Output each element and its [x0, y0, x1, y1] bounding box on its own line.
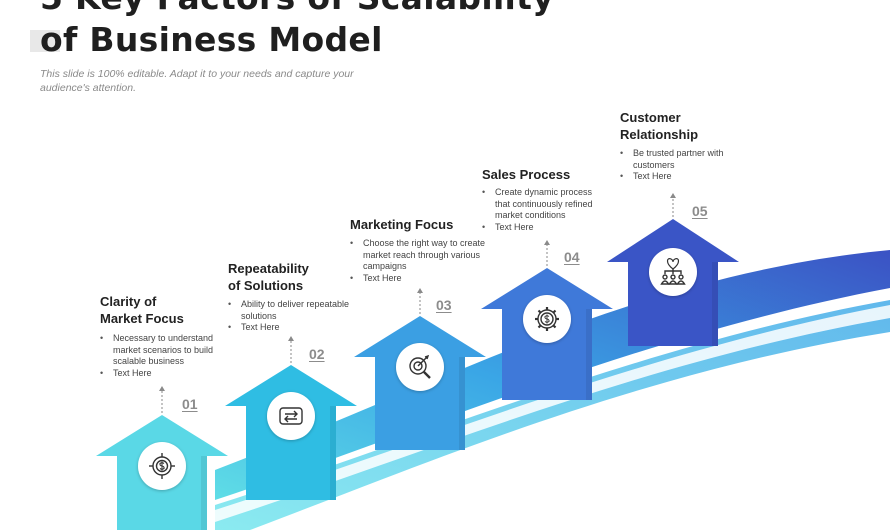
page-title-line-1: 5 Key Factors of Scalability	[40, 0, 554, 17]
step-3-house	[354, 316, 486, 450]
step-2-arrow	[288, 336, 294, 363]
step-1-house	[96, 415, 228, 530]
step-title-line: Clarity of	[100, 294, 157, 309]
bullet-item: Text Here	[228, 322, 353, 334]
bullet-item: Create dynamic process that continuously…	[482, 187, 607, 222]
step-title-line: Market Focus	[100, 311, 184, 326]
house-layer	[96, 193, 739, 530]
step-2-number: 02	[309, 346, 325, 362]
step-title-line: Marketing Focus	[350, 217, 454, 232]
house-shade	[459, 357, 465, 450]
step-2-bullets: Ability to deliver repeatable solutionsT…	[228, 299, 353, 334]
step-5-bullets: Be trusted partner with customersText He…	[620, 148, 745, 183]
bullet-item: Be trusted partner with customers	[620, 148, 745, 171]
step-2-house	[225, 365, 357, 500]
step-3-number: 03	[436, 297, 452, 313]
bullet-item: Text Here	[100, 368, 228, 380]
step-5-number: 05	[692, 203, 708, 219]
house-shade	[201, 456, 207, 530]
page-title-line-2: of Business Model	[40, 20, 383, 59]
subtitle: This slide is 100% editable. Adapt it to…	[40, 68, 354, 94]
heart-people-icon	[660, 258, 686, 285]
step-3-bullets: Choose the right way to create market re…	[350, 238, 490, 284]
step-1-arrow	[159, 386, 165, 413]
step-1-title: Clarity of Market Focus	[100, 293, 184, 327]
step-4-number: 04	[564, 249, 580, 265]
step-3-title: Marketing Focus	[350, 216, 453, 233]
step-5-arrow	[670, 193, 676, 217]
bullet-item: Choose the right way to create market re…	[350, 238, 490, 273]
house-shade	[586, 309, 592, 400]
house-shade	[330, 406, 336, 500]
step-title-line: Customer	[620, 110, 681, 125]
step-1-number: 01	[182, 396, 198, 412]
step-4-bullets: Create dynamic process that continuously…	[482, 187, 607, 233]
icon-circle	[396, 343, 444, 391]
ribbon-gap	[215, 305, 890, 522]
step-1-bullets: Necessary to understand market scenarios…	[100, 333, 228, 379]
step-title-line: Sales Process	[482, 167, 571, 182]
bullet-item: Text Here	[350, 273, 490, 285]
step-title-line: Relationship	[620, 127, 699, 142]
repeat-icon	[279, 407, 303, 425]
step-title-line: of Solutions	[228, 278, 304, 293]
house-shade	[712, 262, 718, 346]
ribbon-light	[215, 300, 890, 530]
target-dollar-icon	[149, 453, 175, 479]
step-2-title: Repeatability of Solutions	[228, 260, 309, 294]
step-3-arrow	[417, 288, 423, 314]
step-4-title: Sales Process	[482, 166, 570, 183]
title-highlight	[30, 30, 60, 52]
icon-circle	[267, 392, 315, 440]
bullet-item: Text Here	[482, 222, 607, 234]
step-4-arrow	[544, 240, 550, 266]
dollar-gear-icon	[535, 307, 559, 331]
step-5-house	[607, 219, 739, 346]
bullet-item: Ability to deliver repeatable solutions	[228, 299, 353, 322]
step-title-line: Repeatability	[228, 261, 309, 276]
bullet-item: Necessary to understand market scenarios…	[100, 333, 228, 368]
target-search-icon	[409, 354, 431, 379]
step-4-house	[481, 268, 613, 400]
bullet-item: Text Here	[620, 171, 745, 183]
